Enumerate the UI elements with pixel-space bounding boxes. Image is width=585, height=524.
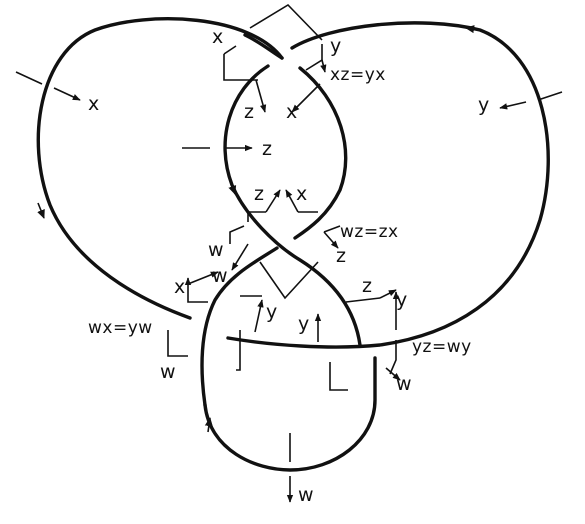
strand-center-right: [293, 66, 348, 240]
crossing-top: x y z x xz=yx: [212, 3, 386, 123]
top-x2-label: x: [286, 101, 297, 123]
relation-right: yz=wy: [412, 337, 472, 357]
strand-right-lobe: [226, 21, 550, 349]
mid-x-label: x: [296, 183, 307, 205]
right-y-label: y: [396, 289, 407, 311]
left-w-label: w: [212, 265, 228, 287]
mid-z-label: z: [254, 183, 264, 205]
generator-z-label: z: [262, 138, 272, 160]
strand-top-over: [243, 33, 284, 60]
strand-left-lobe: [36, 17, 284, 320]
right-z-label: z: [362, 275, 372, 297]
arrow-center-left: [228, 179, 237, 195]
top-z-label: z: [244, 101, 254, 123]
generator-x-label: x: [88, 93, 99, 115]
right-w-label: w: [396, 373, 412, 395]
strand-direction-arrows: [37, 25, 481, 433]
left-y-label: y: [266, 301, 277, 323]
knot-strands: [36, 17, 550, 472]
relation-left: wx=yw: [88, 318, 153, 338]
arrow-left-lobe: [37, 202, 45, 219]
generator-w-arrow: w: [286, 433, 314, 506]
crossing-right: z y y w yz=wy: [298, 275, 472, 395]
top-x-label: x: [212, 26, 223, 48]
generator-y-arrow: y: [478, 91, 563, 116]
crossing-left: x w y w wx=yw: [88, 265, 277, 383]
top-y-label: y: [330, 35, 341, 57]
mid-w-label: w: [208, 239, 224, 261]
right-y2-label: y: [298, 313, 309, 335]
generator-w-label: w: [298, 484, 314, 506]
arrow-bottom-loop: [204, 417, 213, 433]
generator-x-arrow: x: [15, 71, 99, 115]
crossing-middle: z x w z wz=zx: [208, 183, 399, 300]
strand-center-left: [223, 64, 362, 347]
strand-bottom-loop: [203, 356, 377, 472]
left-x-label: x: [174, 276, 185, 298]
generator-z-arrow: z: [182, 138, 272, 160]
relation-top: xz=yx: [330, 65, 386, 85]
generator-y-label: y: [478, 94, 489, 116]
arrow-top-right: [465, 25, 481, 34]
mid-z2-label: z: [336, 245, 346, 267]
left-w2-label: w: [160, 361, 176, 383]
relation-middle: wz=zx: [340, 222, 399, 242]
strand-lower-twist: [200, 246, 279, 407]
